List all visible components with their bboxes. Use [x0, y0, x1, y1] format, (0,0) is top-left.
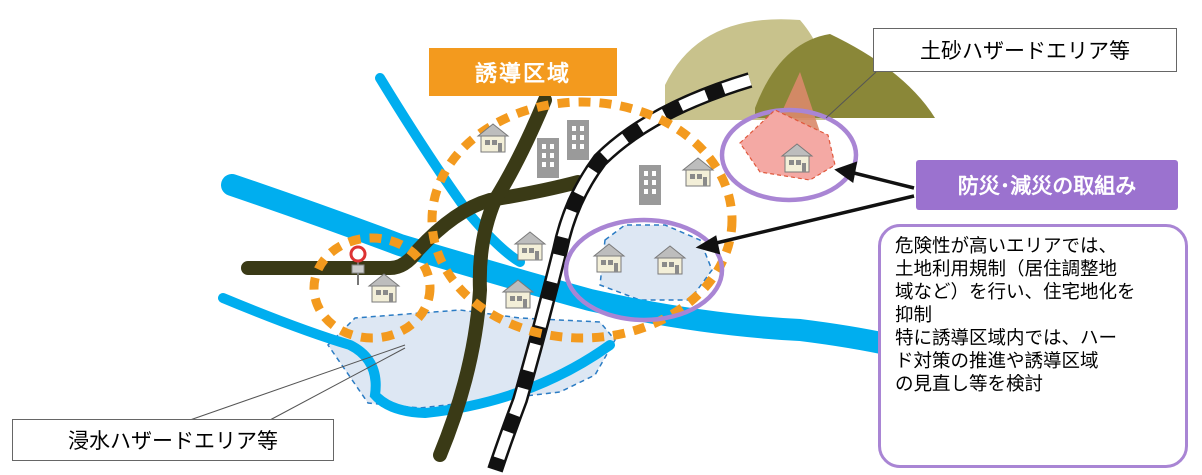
landslide-hazard-label: 土砂ハザードエリア等 — [873, 28, 1177, 72]
landslide-zone — [739, 109, 836, 181]
railway-icon — [487, 72, 753, 473]
disaster-prevention-label: 防災･減災の取組み — [916, 160, 1178, 210]
road — [241, 93, 585, 462]
hazard-circle — [563, 107, 859, 323]
arrow — [695, 161, 915, 255]
induction-area-label: 誘導区域 — [429, 48, 617, 96]
flood-hazard-area-small — [599, 224, 713, 301]
flood-hazard-label: 浸水ハザードエリア等 — [12, 419, 334, 461]
bus-stop-icon — [349, 245, 367, 285]
callout-line — [189, 71, 877, 421]
induction-area-ring — [309, 97, 737, 343]
measures-note: 危険性が高いエリアでは、 土地利用規制（居住調整地 域など）を行い、住宅地化を … — [878, 224, 1188, 468]
